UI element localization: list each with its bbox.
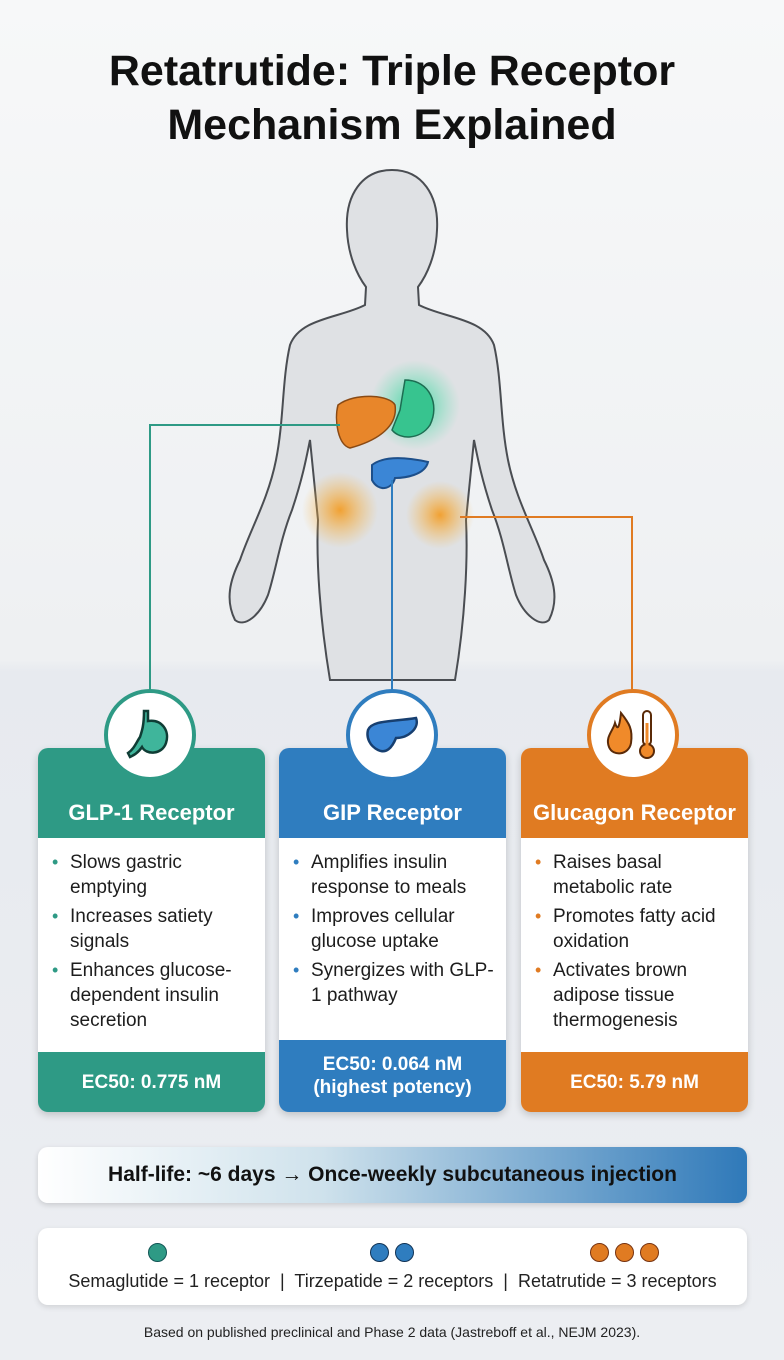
liver-icon [335, 395, 396, 449]
body-diagram [149, 168, 633, 700]
title-line-1: Retatrutide: Triple Receptor [108, 47, 676, 95]
bullet: •Activates brown adipose tissue thermoge… [535, 960, 688, 1031]
flame-thermometer-icon [587, 689, 679, 781]
teal-dot [148, 1243, 167, 1262]
ec50-value: EC50: 0.064 nM(highest potency) [279, 1040, 506, 1112]
card-title: GLP-1 Receptor [38, 748, 265, 838]
bullet: •Improves cellular glucose uptake [293, 906, 455, 952]
blue-dot [370, 1243, 389, 1262]
bullet: •Enhances glucose-dependent insulin secr… [52, 960, 232, 1031]
bullet: •Synergizes with GLP-1 pathway [293, 960, 494, 1006]
blue-dot [395, 1243, 414, 1262]
bullet: •Promotes fatty acid oxidation [535, 906, 716, 952]
orange-dot [640, 1243, 659, 1262]
card-glp1: GLP-1 Receptor •Slows gastric emptying •… [38, 748, 265, 1112]
stomach-icon [104, 689, 196, 781]
title-line-2: Mechanism Explained [167, 101, 617, 149]
half-life-banner: Half-life: ~6 days → Once-weekly subcuta… [38, 1147, 747, 1203]
pancreas-organ-icon [371, 457, 430, 489]
ec50-value: EC50: 5.79 nM [521, 1052, 748, 1112]
orange-dot [615, 1243, 634, 1262]
bullet: •Raises basal metabolic rate [535, 852, 673, 898]
bullet: •Increases satiety signals [52, 906, 213, 952]
orange-dot [590, 1243, 609, 1262]
ec50-value: EC50: 0.775 nM [38, 1052, 265, 1112]
pancreas-icon [346, 689, 438, 781]
legend-text: Semaglutide = 1 receptor | Tirzepatide =… [68, 1271, 717, 1291]
bullet: •Slows gastric emptying [52, 852, 182, 898]
card-glucagon: Glucagon Receptor •Raises basal metaboli… [521, 748, 748, 1112]
bullet: •Amplifies insulin response to meals [293, 852, 467, 898]
footnote: Based on published preclinical and Phase… [143, 1324, 641, 1340]
card-gip: GIP Receptor •Amplifies insulin response… [279, 748, 506, 1112]
stomach-organ-icon [391, 379, 435, 438]
receptor-legend: Semaglutide = 1 receptor | Tirzepatide =… [38, 1228, 747, 1305]
